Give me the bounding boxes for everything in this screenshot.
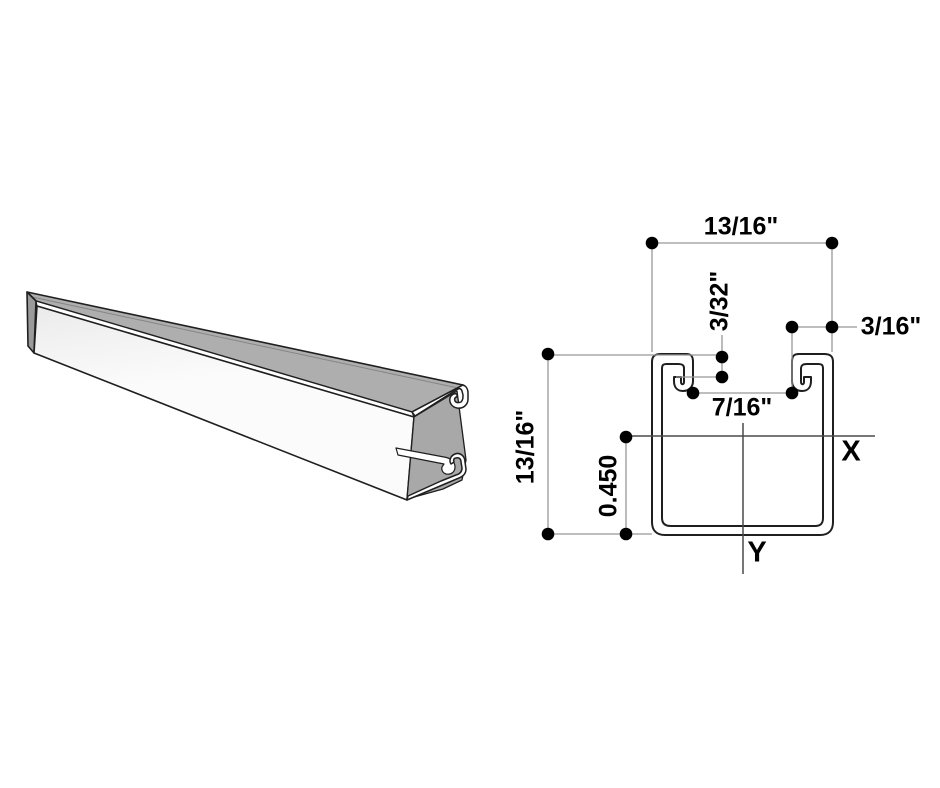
x-axis-label: X — [841, 435, 861, 468]
dim-opening-width-label: 7/16" — [711, 393, 773, 422]
iso-top-lip-end — [411, 384, 469, 417]
channel-profile-outline — [651, 353, 834, 536]
y-axis-label: Y — [747, 536, 767, 569]
dimension-dots — [541, 236, 839, 541]
centroid-axes — [626, 423, 875, 574]
isometric-view — [26, 291, 469, 501]
dim-top-width-label: 13/16" — [703, 212, 779, 241]
dimension-lines — [547, 242, 857, 535]
dim-lip-width-label: 3/16" — [860, 312, 922, 341]
dim-lip-return-label: 3/32" — [705, 270, 734, 332]
iso-bend-line — [31, 296, 459, 389]
iso-bottom-lip-end — [406, 452, 467, 501]
dim-height-label: 13/16" — [511, 409, 540, 485]
cross-section-view — [541, 236, 875, 574]
dim-centroid-height-label: 0.450 — [594, 454, 623, 518]
